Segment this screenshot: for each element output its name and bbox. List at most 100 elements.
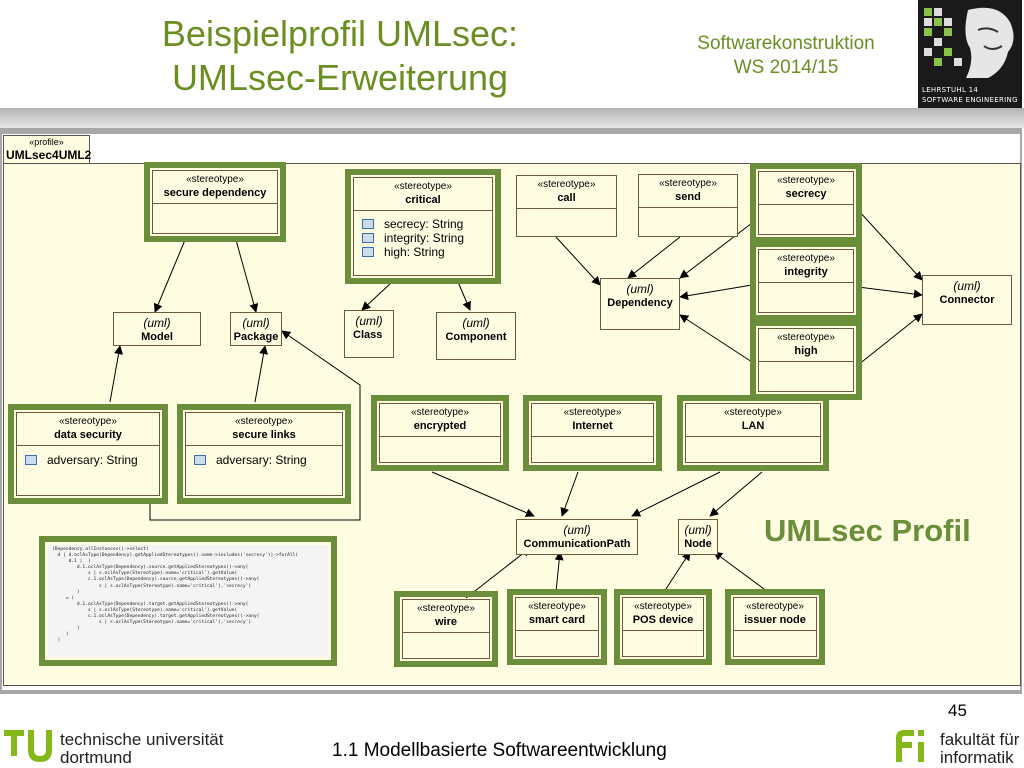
course-info: Softwarekonstruktion WS 2014/15	[672, 32, 900, 80]
arrow-integrity-dependency	[679, 284, 753, 301]
stereotype-keyword: «stereotype»	[186, 174, 244, 185]
stereotype-name: secure dependency	[163, 187, 267, 199]
stereotype-call[interactable]: «stereotype» call	[516, 175, 617, 237]
stereotype-smart-card[interactable]: «stereotype» smart card	[507, 589, 607, 665]
metaclass-component[interactable]: (uml) Component	[436, 312, 516, 360]
arrow-internet-commpath	[560, 471, 579, 517]
stereotype-high[interactable]: «stereotype» high	[750, 320, 862, 400]
metaclass-name: Class	[353, 329, 383, 341]
stereotype-name: critical	[405, 194, 441, 206]
metaclass-keyword: (uml)	[953, 279, 981, 293]
stereotype-name: secure links	[232, 429, 296, 441]
stereotype-data-security[interactable]: «stereotype» data security adversary: St…	[8, 404, 168, 504]
stereotype-name: smart card	[528, 614, 586, 626]
stereotype-name: call	[557, 192, 576, 204]
metaclass-connector[interactable]: (uml) Connector	[922, 275, 1012, 325]
stereotype-internet[interactable]: «stereotype» Internet	[523, 395, 662, 471]
stereotype-name: high	[794, 345, 818, 357]
stereotype-critical[interactable]: «stereotype» critical secrecy: String in…	[345, 169, 501, 284]
course-name: Softwarekonstruktion	[697, 33, 875, 54]
fi-name-line-2: informatik	[940, 748, 1014, 767]
arrow-critical-component	[457, 281, 471, 311]
profile-package-tab: «profile» UMLsec4UML2	[3, 135, 91, 164]
section-title: 1.1 Modellbasierte Softwareentwicklung	[332, 740, 667, 761]
title-line-2: UMLsec-Erweiterung	[171, 57, 509, 98]
stereotype-keyword: «stereotype»	[417, 603, 475, 614]
metaclass-name: Package	[233, 331, 279, 343]
metaclass-name: Connector	[939, 294, 995, 306]
stereotype-name: Internet	[572, 420, 613, 432]
attribute-adversary: adversary: String	[186, 453, 342, 467]
tu-name-line-1: technische universität	[60, 730, 224, 749]
stereotype-keyword: «stereotype»	[659, 178, 717, 189]
arrow-integrity-connector	[857, 286, 923, 299]
header-separator-bar	[0, 108, 1024, 128]
fi-faculty-name: fakultät für informatik	[940, 731, 1019, 767]
metaclass-keyword: (uml)	[242, 316, 270, 330]
arrow-encrypted-commpath	[431, 471, 535, 517]
stereotype-name: issuer node	[744, 614, 806, 626]
course-term: WS 2014/15	[733, 57, 839, 78]
arrow-high-dependency	[679, 314, 753, 363]
stereotype-secure-dependency[interactable]: «stereotype» secure dependency	[144, 162, 286, 242]
slide-title: Beispielprofil UMLsec: UMLsec-Erweiterun…	[110, 12, 570, 100]
stereotype-keyword: «stereotype»	[563, 407, 622, 418]
metaclass-dependency[interactable]: (uml) Dependency	[600, 278, 680, 330]
stereotype-lan[interactable]: «stereotype» LAN	[677, 395, 829, 471]
metaclass-package[interactable]: (uml) Package	[230, 312, 282, 346]
metaclass-keyword: (uml)	[563, 523, 591, 537]
tu-name-line-2: dortmund	[60, 748, 132, 767]
fi-name-line-1: fakultät für	[940, 730, 1020, 749]
arrow-issuernode-node	[713, 551, 769, 593]
arrow-lan-commpath	[631, 471, 721, 517]
title-line-1: Beispielprofil UMLsec:	[161, 13, 519, 54]
stereotype-send[interactable]: «stereotype» send	[638, 174, 738, 237]
chair-logo-graphic	[924, 7, 1014, 78]
stereotype-secure-links[interactable]: «stereotype» secure links adversary: Str…	[177, 404, 351, 504]
tu-dortmund-name: technische universität dortmund	[60, 731, 223, 767]
metaclass-keyword: (uml)	[684, 523, 712, 537]
stereotype-keyword: «stereotype»	[59, 416, 117, 427]
stereotype-keyword: «stereotype»	[394, 181, 452, 192]
stereotype-issuer-node[interactable]: «stereotype» issuer node	[725, 589, 825, 665]
stereotype-keyword: «stereotype»	[537, 179, 596, 190]
stereotype-name: wire	[434, 616, 457, 628]
arrow-call-dependency	[555, 236, 601, 286]
metaclass-communication-path[interactable]: (uml) CommunicationPath	[516, 519, 638, 555]
stereotype-encrypted[interactable]: «stereotype» encrypted	[371, 395, 509, 471]
arrow-secrecy-connector	[857, 209, 923, 281]
stereotype-wire[interactable]: «stereotype» wire	[394, 591, 498, 667]
attribute-icon	[362, 233, 374, 243]
stereotype-integrity[interactable]: «stereotype» integrity	[750, 241, 862, 321]
stereotype-keyword: «stereotype»	[777, 175, 835, 186]
metaclass-keyword: (uml)	[462, 316, 490, 330]
ocl-constraint: (Dependency.allInstances()->select( d | …	[39, 536, 337, 666]
attribute-adversary: adversary: String	[17, 453, 159, 467]
arrow-send-dependency	[627, 236, 681, 279]
stereotype-keyword: «stereotype»	[634, 601, 692, 612]
stereotype-keyword: «stereotype»	[235, 416, 293, 427]
metaclass-name: Node	[684, 538, 712, 550]
attribute-high: high: String	[354, 245, 492, 259]
metaclass-class[interactable]: (uml) Class	[344, 310, 394, 358]
stereotype-keyword: «stereotype»	[746, 601, 804, 612]
stereotype-name: data security	[54, 429, 122, 441]
page-number: 45	[948, 701, 967, 720]
fi-faculty-logo	[896, 730, 924, 762]
stereotype-keyword: «stereotype»	[777, 332, 835, 343]
attribute-icon	[362, 219, 374, 229]
arrow-wire-commpath	[465, 547, 531, 599]
metaclass-node[interactable]: (uml) Node	[678, 519, 718, 555]
stereotype-keyword: «stereotype»	[411, 407, 469, 418]
arrow-secrecy-dependency	[679, 222, 753, 279]
attribute-icon	[362, 247, 374, 257]
metaclass-name: Model	[141, 331, 173, 343]
stereotype-pos-device[interactable]: «stereotype» POS device	[614, 589, 712, 665]
stereotype-secrecy[interactable]: «stereotype» secrecy	[750, 163, 862, 243]
arrow-smartcard-commpath	[554, 551, 564, 593]
attribute-icon	[25, 455, 37, 465]
metaclass-model[interactable]: (uml) Model	[113, 312, 201, 346]
arrow-securelinks-package-2	[149, 330, 361, 521]
arrow-securedep-package	[235, 239, 259, 313]
